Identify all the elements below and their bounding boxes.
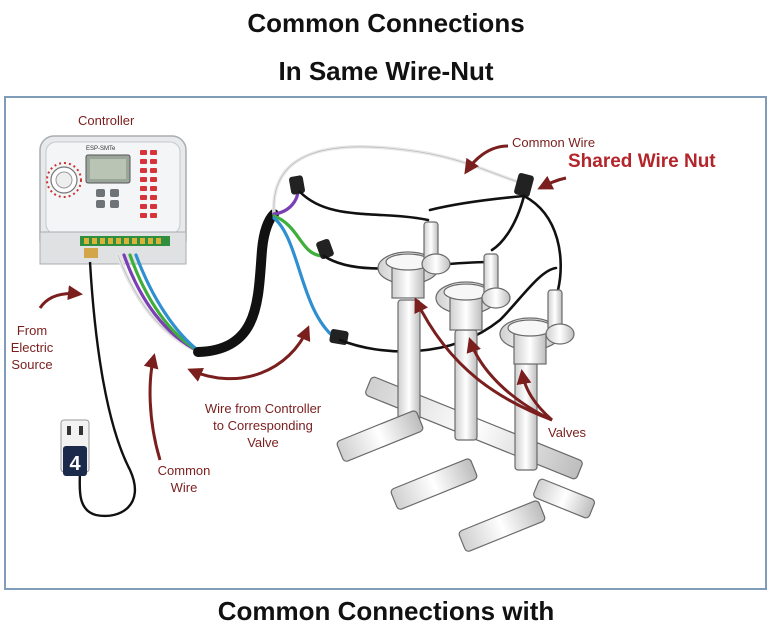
label-wire-line-3: Valve — [247, 435, 279, 450]
label-controller: Controller — [78, 113, 135, 128]
valve-manifold — [336, 221, 596, 552]
title-line-1: Common Connections — [247, 8, 525, 38]
label-wire-from-controller: Wire from Controller to Corresponding Va… — [188, 400, 338, 451]
label-from: From — [16, 323, 48, 338]
label-common: Common — [157, 463, 211, 478]
label-shared-wire-nut: Shared Wire Nut — [568, 151, 716, 172]
label-wire: Wire — [170, 480, 198, 495]
power-cord — [78, 261, 137, 518]
diagram-frame — [4, 96, 767, 590]
label-valves: Valves — [548, 425, 587, 440]
label-common-wire-top: Common Wire — [512, 135, 596, 150]
label-from-electric-source: From Electric Source — [8, 322, 56, 373]
outlet-badge: 4 — [69, 453, 81, 475]
label-source: Source — [11, 357, 53, 372]
label-electric: Electric — [10, 340, 54, 355]
controller-brand: ESP-SMTe — [86, 146, 116, 152]
annotation-arrows — [38, 144, 567, 461]
controller-unit: ESP-SMTe — [39, 135, 187, 265]
label-wire-line-2: to Corresponding — [213, 418, 313, 433]
title-line-2: In Same Wire-Nut — [278, 56, 494, 86]
label-wire-line-1: Wire from Controller — [204, 401, 322, 416]
label-common-wire-bottom: Common Wire — [154, 462, 214, 496]
electrical-outlet: 4 — [60, 419, 90, 476]
title-bottom: Common Connections with — [217, 596, 555, 626]
valve-wires — [298, 190, 562, 353]
